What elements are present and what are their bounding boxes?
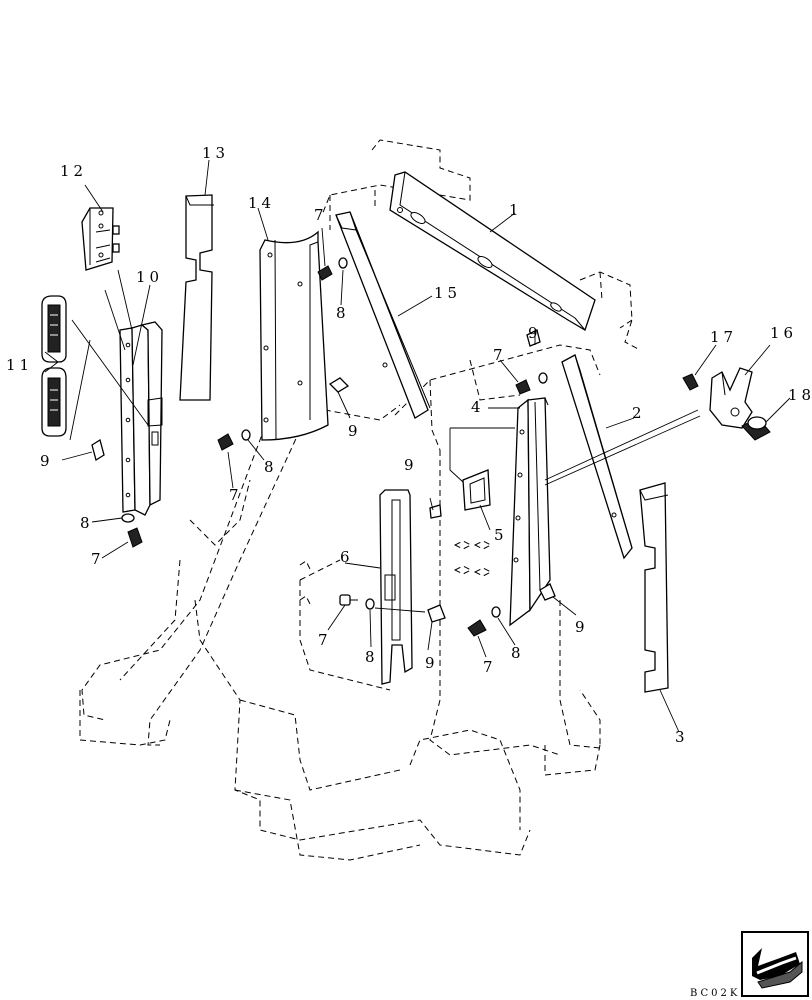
callout-14: 14 — [248, 194, 275, 212]
part-6-channel — [379, 489, 413, 685]
callout-16: 16 — [770, 324, 797, 342]
callout-9b: 9 — [40, 452, 54, 470]
callout-6: 6 — [340, 548, 354, 566]
callout-7f: 7 — [91, 550, 105, 568]
callout-2: 2 — [632, 404, 646, 422]
nav-arrow-button[interactable] — [741, 931, 809, 997]
callout-9e: 9 — [575, 618, 589, 636]
curved-arrow-icon — [752, 948, 803, 989]
callout-7b: 7 — [229, 486, 243, 504]
callout-18: 18 — [788, 386, 812, 404]
callout-9c: 9 — [404, 456, 418, 474]
callout-8d: 8 — [511, 644, 525, 662]
callout-3: 3 — [675, 728, 689, 746]
callout-8b: 8 — [264, 458, 278, 476]
callout-8a: 8 — [336, 304, 350, 322]
callout-9d: 9 — [425, 654, 439, 672]
part-17-bolt — [682, 373, 699, 391]
fasteners — [91, 257, 556, 637]
callout-12: 12 — [60, 162, 87, 180]
callout-8e: 8 — [80, 514, 94, 532]
callout-7d: 7 — [318, 631, 332, 649]
callout-7c: 7 — [493, 346, 507, 364]
callout-labels: 1 2 3 4 5 6 7 7 7 7 7 7 8 8 8 8 8 9 9 9 … — [6, 144, 812, 746]
part-13-notched-pad — [179, 194, 214, 401]
callout-4: 4 — [471, 398, 485, 416]
callout-17: 17 — [710, 328, 737, 346]
part-15-diagonal-trim — [335, 211, 431, 419]
part-10-left-post — [119, 321, 163, 516]
part-14-curved-panel — [259, 230, 329, 441]
figure-code: BC02K — [690, 988, 740, 999]
callout-9a: 9 — [348, 422, 362, 440]
part-5-bracket — [449, 427, 515, 511]
callout-7e: 7 — [483, 658, 497, 676]
part-1-top-beam — [389, 171, 596, 331]
part-3-notched-pad — [639, 482, 669, 693]
leader-lines — [44, 159, 791, 733]
part-12-bracket — [81, 207, 120, 271]
callout-11: 11 — [6, 356, 33, 374]
callout-10: 10 — [136, 268, 163, 286]
callout-15: 15 — [434, 284, 461, 302]
callout-9f: 9 — [528, 324, 542, 342]
callout-7a: 7 — [314, 206, 328, 224]
callout-8c: 8 — [365, 648, 379, 666]
callout-13: 13 — [202, 144, 229, 162]
machine-frame-outline — [79, 139, 641, 861]
callout-5: 5 — [494, 526, 508, 544]
part-11-handles — [41, 295, 67, 437]
callout-1: 1 — [509, 201, 523, 219]
part-18-cylinder — [741, 416, 771, 441]
part-16-clip — [709, 367, 753, 429]
part-4-right-post — [509, 397, 551, 627]
